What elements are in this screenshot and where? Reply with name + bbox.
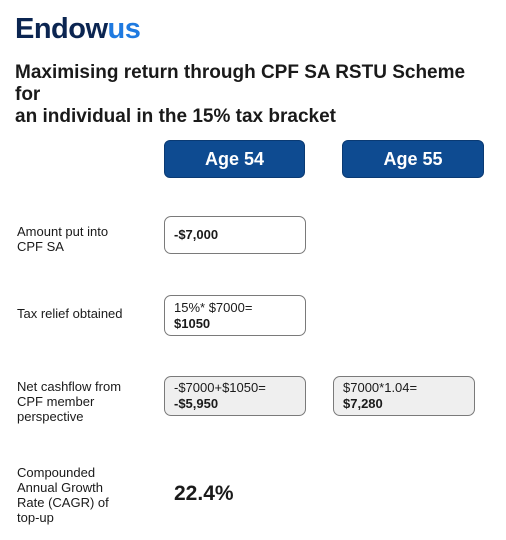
row-label-net-cashflow-line-2: CPF member bbox=[17, 394, 95, 409]
page-title: Maximising return through CPF SA RSTU Sc… bbox=[15, 62, 485, 128]
row-label-tax-relief: Tax relief obtained bbox=[17, 306, 123, 321]
net-cashflow-age55-formula: $7000*1.04= bbox=[343, 380, 418, 395]
column-header-age-55: Age 55 bbox=[342, 140, 484, 178]
row-label-amount-line-2: CPF SA bbox=[17, 239, 64, 254]
row-label-tax-relief-line-1: Tax relief obtained bbox=[17, 306, 123, 321]
logo-text-endow: Endow bbox=[15, 13, 108, 45]
row-label-cagr: Compounded Annual Growth Rate (CAGR) of … bbox=[17, 465, 109, 525]
column-header-age-54: Age 54 bbox=[164, 140, 305, 178]
row-label-net-cashflow: Net cashflow from CPF member perspective bbox=[17, 379, 121, 424]
endowus-logo: Endowus bbox=[15, 12, 141, 46]
net-cashflow-age54-box: -$7000+$1050= -$5,950 bbox=[164, 376, 306, 416]
logo-text-us: us bbox=[107, 13, 141, 45]
row-label-cagr-line-1: Compounded bbox=[17, 465, 96, 480]
row-label-cagr-line-2: Annual Growth bbox=[17, 480, 103, 495]
cagr-value: 22.4% bbox=[174, 482, 234, 505]
row-label-amount-line-1: Amount put into bbox=[17, 224, 109, 239]
row-label-net-cashflow-line-3: perspective bbox=[17, 409, 84, 424]
net-cashflow-age55-box: $7000*1.04= $7,280 bbox=[333, 376, 475, 416]
row-label-cagr-line-3: Rate (CAGR) of bbox=[17, 495, 109, 510]
net-cashflow-age54-formula: -$7000+$1050= bbox=[174, 380, 266, 395]
row-label-cagr-line-4: top-up bbox=[17, 510, 54, 525]
title-line-2: an individual in the 15% tax bracket bbox=[15, 106, 336, 127]
tax-relief-age54-formula: 15%* $7000= bbox=[174, 299, 253, 315]
title-line-1: Maximising return through CPF SA RSTU Sc… bbox=[15, 62, 466, 105]
net-cashflow-age54-value: -$5,950 bbox=[174, 396, 219, 411]
row-label-amount: Amount put into CPF SA bbox=[17, 224, 108, 254]
row-label-net-cashflow-line-1: Net cashflow from bbox=[17, 379, 122, 394]
tax-relief-age54-box: 15%* $7000= $1050 bbox=[164, 295, 306, 336]
amount-age54-value: -$7,000 bbox=[174, 227, 219, 242]
amount-age54-box: -$7,000 bbox=[164, 216, 306, 254]
net-cashflow-age55-value: $7,280 bbox=[343, 396, 383, 411]
tax-relief-age54-value: $1050 bbox=[174, 315, 211, 331]
